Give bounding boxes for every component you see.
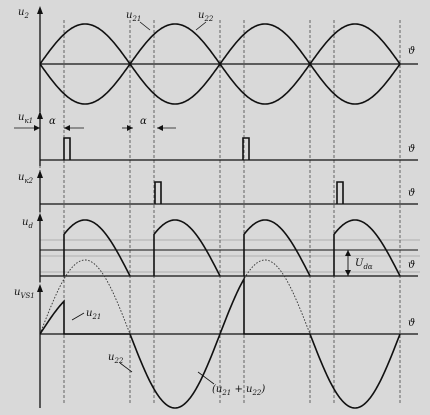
uvs1-u21-leader xyxy=(71,312,85,321)
alpha1-arrowhead-icon xyxy=(34,125,40,131)
uk2-pulse-2 xyxy=(336,181,344,204)
uk2-y-arrow-icon xyxy=(37,170,43,178)
u22-leader xyxy=(195,21,207,31)
uvs1-u21-label: u21 xyxy=(86,308,101,321)
uvs1-sum-label: (u21 + u22) xyxy=(212,384,265,397)
u21-label: u21 xyxy=(126,10,141,23)
u2-y-arrow-icon xyxy=(37,6,43,14)
uk1-label: uк1 xyxy=(18,112,33,125)
alpha2-label: α xyxy=(140,116,147,127)
panel-uk1: uк1 ϑ α α xyxy=(14,111,418,166)
uvs1-sum-leader xyxy=(197,371,215,385)
uk1-pulse-2 xyxy=(242,137,250,160)
ud-theta-label: ϑ xyxy=(408,260,415,271)
ud-curve xyxy=(63,219,401,277)
alpha2-arrowhead-2-icon xyxy=(157,125,163,131)
uk1-pulse-1 xyxy=(63,137,71,160)
u2-label: u2 xyxy=(18,7,29,20)
uvs1-u22-leader xyxy=(119,362,133,373)
uk2-pulse-1 xyxy=(154,181,162,204)
uk1-theta-label: ϑ xyxy=(408,144,415,155)
uvs1-theta-label: ϑ xyxy=(408,318,415,329)
panel-u2: u2 u21 u22 ϑ xyxy=(18,6,418,112)
panel-uvs1: uVS1 ϑ u21 u22 (u21 + u22) xyxy=(14,259,418,409)
panel-ud: ud ϑ Udα xyxy=(22,213,418,282)
uk2-label: uк2 xyxy=(18,172,34,185)
u22-label: u22 xyxy=(198,10,214,23)
udalpha-arrow-down-icon xyxy=(345,270,351,276)
alpha2-arrowhead-icon xyxy=(127,125,133,131)
u21-leader xyxy=(139,21,151,31)
ud-label: ud xyxy=(22,217,33,230)
u22-curve xyxy=(39,23,401,105)
scan-lines xyxy=(40,239,420,273)
uvs1-y-arrow-icon xyxy=(37,284,43,292)
ud-y-arrow-icon xyxy=(37,213,43,221)
alpha1-label: α xyxy=(49,116,56,127)
udalpha-arrow-up-icon xyxy=(345,250,351,256)
alpha1-arrowhead-2-icon xyxy=(64,125,70,131)
vertical-guides xyxy=(39,20,401,405)
panel-uk2: uк2 ϑ xyxy=(18,170,418,212)
uk1-y-arrow-icon xyxy=(37,111,43,119)
uvs1-label: uVS1 xyxy=(14,287,35,300)
uvs1-curve xyxy=(39,275,401,409)
udalpha-label: Udα xyxy=(355,258,373,271)
u2-theta-label: ϑ xyxy=(408,46,415,57)
uvs1-u22-label: u22 xyxy=(108,352,124,365)
uk2-theta-label: ϑ xyxy=(408,188,415,199)
